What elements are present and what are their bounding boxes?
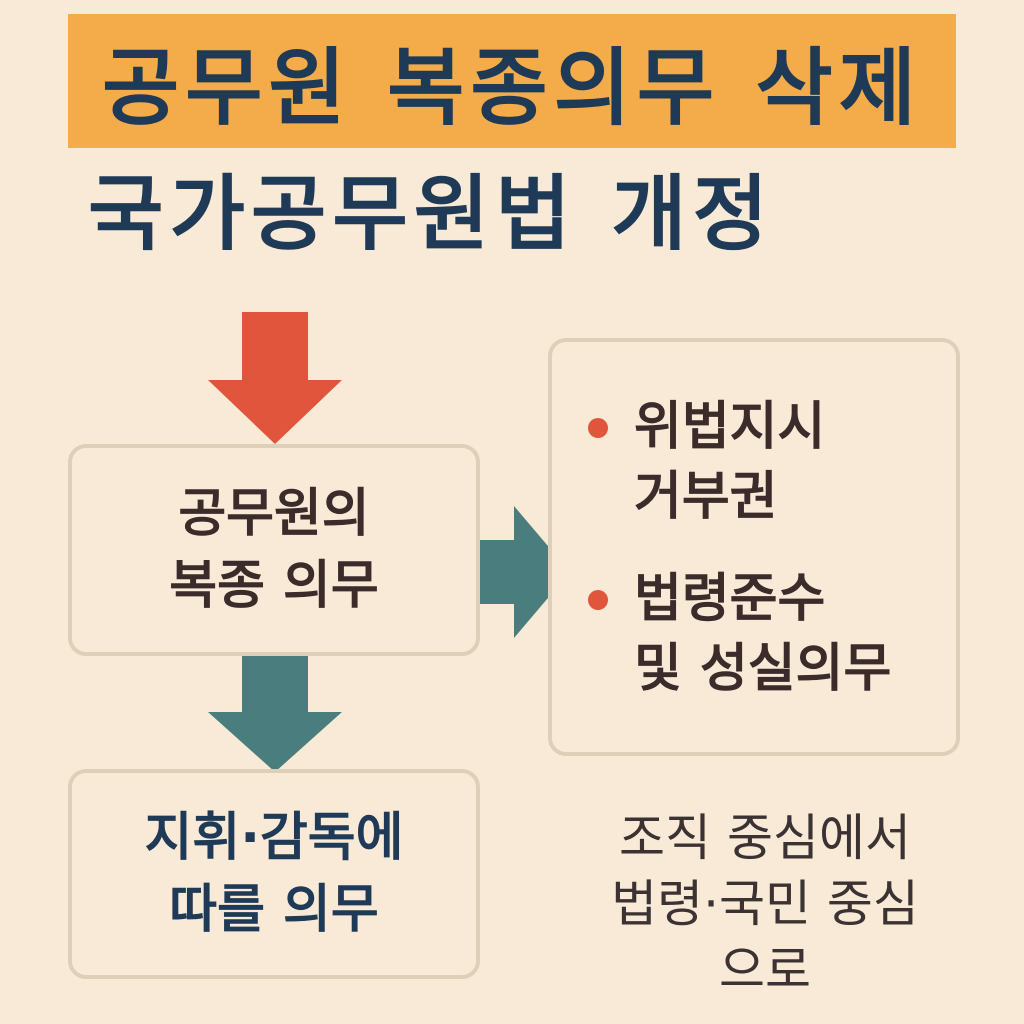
page-title: 공무원 복종의무 삭제: [101, 38, 922, 137]
summary-note-line-3: 으로: [719, 941, 811, 999]
bullet-1-line-2: 거부권: [634, 467, 778, 527]
teal-down-arrow: [208, 656, 342, 772]
obedience-duty-line-2: 복종 의무: [169, 556, 379, 616]
obedience-duty-box: 공무원의 복종 의무: [68, 444, 480, 656]
teal-right-arrow: [480, 506, 570, 638]
command-duty-box: 지휘·감독에 따를 의무: [68, 769, 480, 979]
command-duty-line-2: 따를 의무: [169, 880, 379, 940]
command-duty-line-1: 지휘·감독에: [144, 808, 404, 868]
summary-note-line-2: 법령·국민 중심: [611, 875, 919, 933]
bullet-item-refusal-right: 위법지시 거부권: [588, 392, 825, 532]
bullet-2-line-2: 및 성실의무: [634, 639, 892, 699]
obedience-duty-line-1: 공무원의: [178, 484, 370, 544]
bullet-item-law-compliance: 법령준수 및 성실의무: [588, 564, 891, 704]
red-down-arrow: [208, 312, 342, 444]
bullet-dot-icon: [588, 418, 608, 438]
new-duties-box: 위법지시 거부권 법령준수 및 성실의무: [548, 338, 960, 756]
page-subtitle: 국가공무원법 개정: [88, 167, 775, 262]
title-banner: 공무원 복종의무 삭제: [68, 14, 956, 148]
summary-note: 조직 중심에서 법령·국민 중심 으로: [570, 805, 960, 1003]
bullet-2-line-1: 법령준수: [634, 569, 826, 629]
bullet-dot-icon: [588, 590, 608, 610]
summary-note-line-1: 조직 중심에서: [619, 809, 911, 867]
bullet-1-line-1: 위법지시: [634, 397, 826, 457]
